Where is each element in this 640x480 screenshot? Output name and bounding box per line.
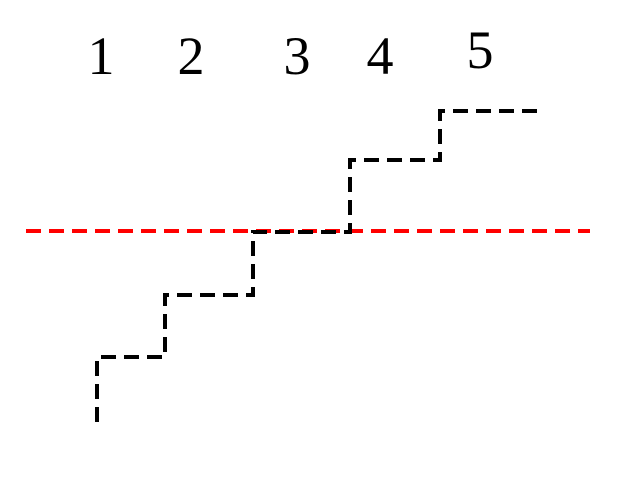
step-label-3: 3 xyxy=(284,26,311,86)
step-label-4: 4 xyxy=(367,26,394,86)
step-label-5: 5 xyxy=(467,20,494,80)
step-label-1: 1 xyxy=(88,26,115,86)
step-label-2: 2 xyxy=(178,26,205,86)
staircase-line xyxy=(95,109,545,422)
step-labels: 1 2 3 4 5 xyxy=(88,20,494,86)
